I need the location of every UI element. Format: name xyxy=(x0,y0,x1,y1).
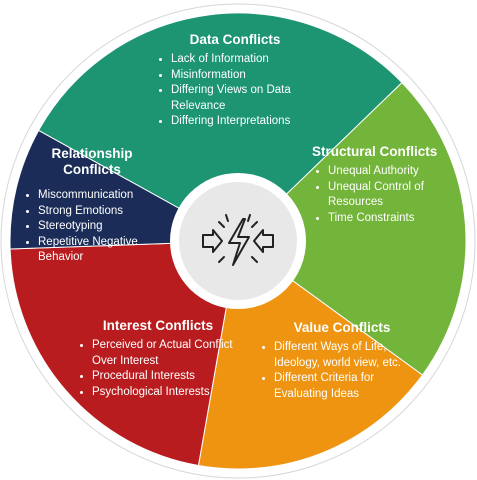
structural-conflicts-list: Unequal Authority Unequal Control of Res… xyxy=(312,164,452,226)
center-hub-inner xyxy=(177,180,299,302)
interest-conflicts-panel: Interest Conflicts Perceived or Actual C… xyxy=(76,318,240,400)
interest-conflicts-segment xyxy=(9,240,239,467)
list-item: Strong Emotions xyxy=(38,204,162,220)
structural-conflicts-panel: Structural Conflicts Unequal Authority U… xyxy=(312,144,452,226)
list-item: Stereotyping xyxy=(38,219,162,235)
list-item: Procedural Interests xyxy=(92,369,240,385)
conflict-clash-icon xyxy=(202,214,274,266)
list-item: Miscommunication xyxy=(38,188,162,204)
interest-conflicts-title: Interest Conflicts xyxy=(102,318,214,333)
data-conflicts-segment xyxy=(37,12,403,242)
list-item: Differing Views on Data Relevance xyxy=(171,83,315,114)
value-conflicts-panel: Value Conflicts Different Ways of Life, … xyxy=(258,320,426,402)
value-conflicts-title: Value Conflicts xyxy=(293,320,391,335)
structural-conflicts-segment xyxy=(237,81,467,376)
list-item: Misinformation xyxy=(171,68,315,84)
list-item: Different Ways of Life, Ideology, world … xyxy=(274,340,426,371)
list-item: Repetitive Negative Behavior xyxy=(38,235,162,266)
relationship-conflicts-panel: Relationship Conflicts Miscommunication … xyxy=(22,146,162,266)
relationship-conflicts-list: Miscommunication Strong Emotions Stereot… xyxy=(22,188,162,266)
list-item: Unequal Authority xyxy=(328,164,452,180)
list-item: Lack of Information xyxy=(171,52,315,68)
list-item: Different Criteria for Evaluating Ideas xyxy=(274,371,426,402)
interest-conflicts-list: Perceived or Actual Conflict Over Intere… xyxy=(76,338,240,400)
value-conflicts-list: Different Ways of Life, Ideology, world … xyxy=(258,340,426,402)
list-item: Differing Interpretations xyxy=(171,114,315,130)
relationship-conflicts-title: Relationship Conflicts xyxy=(51,146,133,177)
list-item: Perceived or Actual Conflict Over Intere… xyxy=(92,338,240,369)
structural-conflicts-title: Structural Conflicts xyxy=(312,144,438,159)
list-item: Time Constraints xyxy=(328,211,452,227)
data-conflicts-list: Lack of Information Misinformation Diffe… xyxy=(155,52,315,130)
data-conflicts-panel: Data Conflicts Lack of Information Misin… xyxy=(155,32,315,130)
list-item: Psychological Interests xyxy=(92,385,240,401)
data-conflicts-title: Data Conflicts xyxy=(189,32,281,47)
list-item: Unequal Control of Resources xyxy=(328,180,452,211)
